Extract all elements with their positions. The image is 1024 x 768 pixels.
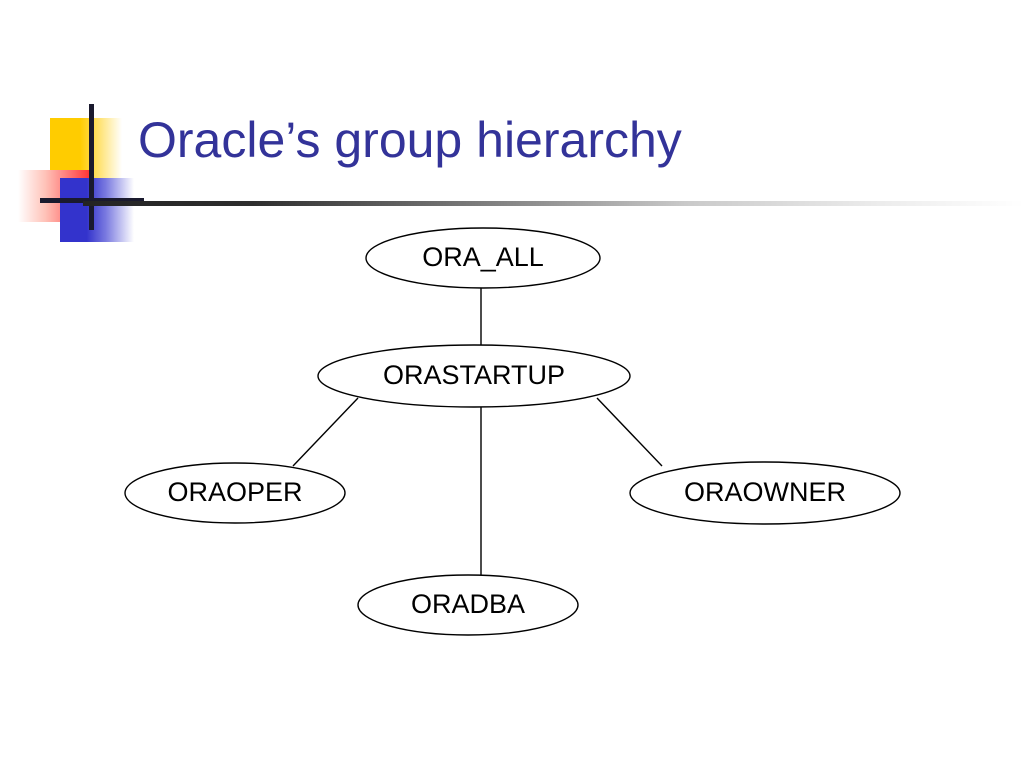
node-oraoper[interactable]: ORAOPER bbox=[124, 462, 346, 524]
slide-header: Oracle’s group hierarchy bbox=[0, 0, 1024, 242]
logo-blue-square-icon bbox=[60, 178, 134, 242]
edge-orastartup-to-oraoper bbox=[292, 397, 359, 467]
node-oraowner-ellipse bbox=[629, 461, 901, 525]
decorative-logo-motif bbox=[18, 104, 148, 242]
title-divider bbox=[83, 201, 1024, 206]
node-oraoper-ellipse bbox=[124, 462, 346, 524]
node-orastartup-ellipse bbox=[317, 344, 631, 408]
node-oraowner-label: ORAOWNER bbox=[684, 477, 846, 507]
node-orastartup-label: ORASTARTUP bbox=[383, 360, 565, 390]
node-oraoper-label: ORAOPER bbox=[167, 477, 302, 507]
page-title: Oracle’s group hierarchy bbox=[138, 112, 682, 168]
node-orastartup[interactable]: ORASTARTUP bbox=[317, 344, 631, 408]
node-oraowner[interactable]: ORAOWNER bbox=[629, 461, 901, 525]
node-oradba[interactable]: ORADBA bbox=[357, 574, 579, 636]
edge-layer bbox=[292, 288, 663, 576]
edge-orastartup-to-oraowner bbox=[596, 397, 663, 467]
logo-horizontal-bar-icon bbox=[40, 198, 144, 203]
node-ora_all-label: ORA_ALL bbox=[422, 242, 544, 272]
node-ora_all[interactable]: ORA_ALL bbox=[365, 227, 601, 289]
node-layer: ORA_ALL ORASTARTUP ORAOPER ORAOWNER ORADBA bbox=[124, 227, 901, 636]
logo-vertical-bar-icon bbox=[89, 104, 94, 230]
node-ora_all-ellipse bbox=[365, 227, 601, 289]
node-oradba-label: ORADBA bbox=[411, 589, 525, 619]
node-oradba-ellipse bbox=[357, 574, 579, 636]
